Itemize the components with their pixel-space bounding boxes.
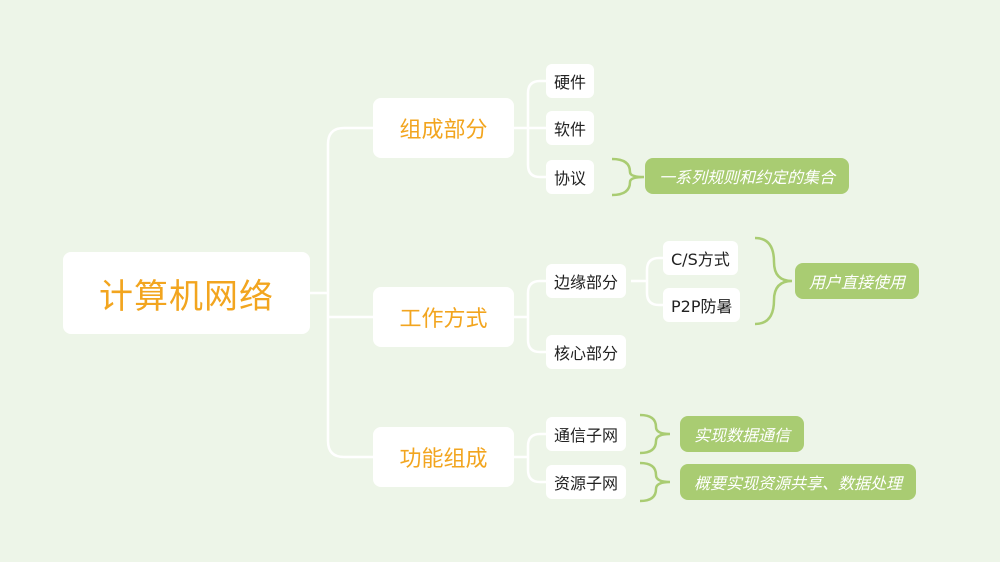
connector-edge-part — [631, 256, 663, 307]
child-node-label: 通信子网 — [554, 426, 619, 445]
note-label: 概要实现资源共享、数据处理 — [694, 474, 903, 493]
child-node-protocol[interactable]: 协议 — [546, 160, 595, 194]
child-node-label: 核心部分 — [554, 344, 619, 363]
bracket-edge-part — [754, 236, 793, 326]
branch-node-composition[interactable]: 组成部分 — [373, 98, 514, 158]
note-label: 一系列规则和约定的集合 — [659, 168, 836, 187]
bracket-resource-subnet — [639, 461, 671, 503]
child-node-edge-part[interactable]: 边缘部分 — [546, 264, 627, 298]
child-node-label: 硬件 — [554, 73, 587, 92]
child-node-software[interactable]: 软件 — [546, 111, 595, 145]
connector-branch-composition — [514, 79, 546, 179]
note-communication-subnet[interactable]: 实现数据通信 — [680, 416, 805, 452]
branch-node-working-mode[interactable]: 工作方式 — [373, 287, 514, 347]
child-node-communication-subnet[interactable]: 通信子网 — [546, 417, 627, 451]
child-node-core-part[interactable]: 核心部分 — [546, 335, 627, 369]
child-node-label: 软件 — [554, 120, 587, 139]
connector-root-branches — [310, 126, 373, 459]
grandchild-node-cs-mode[interactable]: C/S方式 — [663, 241, 738, 275]
bracket-protocol — [611, 157, 645, 197]
grandchild-node-label: P2P防暑 — [671, 297, 733, 316]
note-edge-part[interactable]: 用户直接使用 — [795, 263, 920, 299]
bracket-communication-subnet — [639, 413, 671, 455]
child-node-hardware[interactable]: 硬件 — [546, 64, 595, 98]
root-node-label: 计算机网络 — [99, 276, 274, 317]
child-node-label: 资源子网 — [554, 474, 619, 493]
grandchild-node-label: C/S方式 — [671, 250, 730, 269]
note-label: 实现数据通信 — [694, 426, 791, 445]
note-protocol[interactable]: 一系列规则和约定的集合 — [645, 158, 850, 194]
branch-node-label: 组成部分 — [399, 118, 488, 143]
connector-branch-function — [514, 432, 546, 484]
note-resource-subnet[interactable]: 概要实现资源共享、数据处理 — [680, 464, 917, 500]
branch-node-function[interactable]: 功能组成 — [373, 427, 514, 487]
connector-branch-working-mode — [514, 279, 546, 354]
grandchild-node-p2p-mode[interactable]: P2P防暑 — [663, 288, 741, 322]
branch-node-label: 工作方式 — [399, 307, 488, 332]
note-label: 用户直接使用 — [809, 273, 906, 292]
child-node-resource-subnet[interactable]: 资源子网 — [546, 465, 627, 499]
child-node-label: 协议 — [554, 169, 587, 188]
root-node[interactable]: 计算机网络 — [63, 252, 310, 334]
branch-node-label: 功能组成 — [399, 447, 488, 472]
child-node-label: 边缘部分 — [554, 273, 619, 292]
